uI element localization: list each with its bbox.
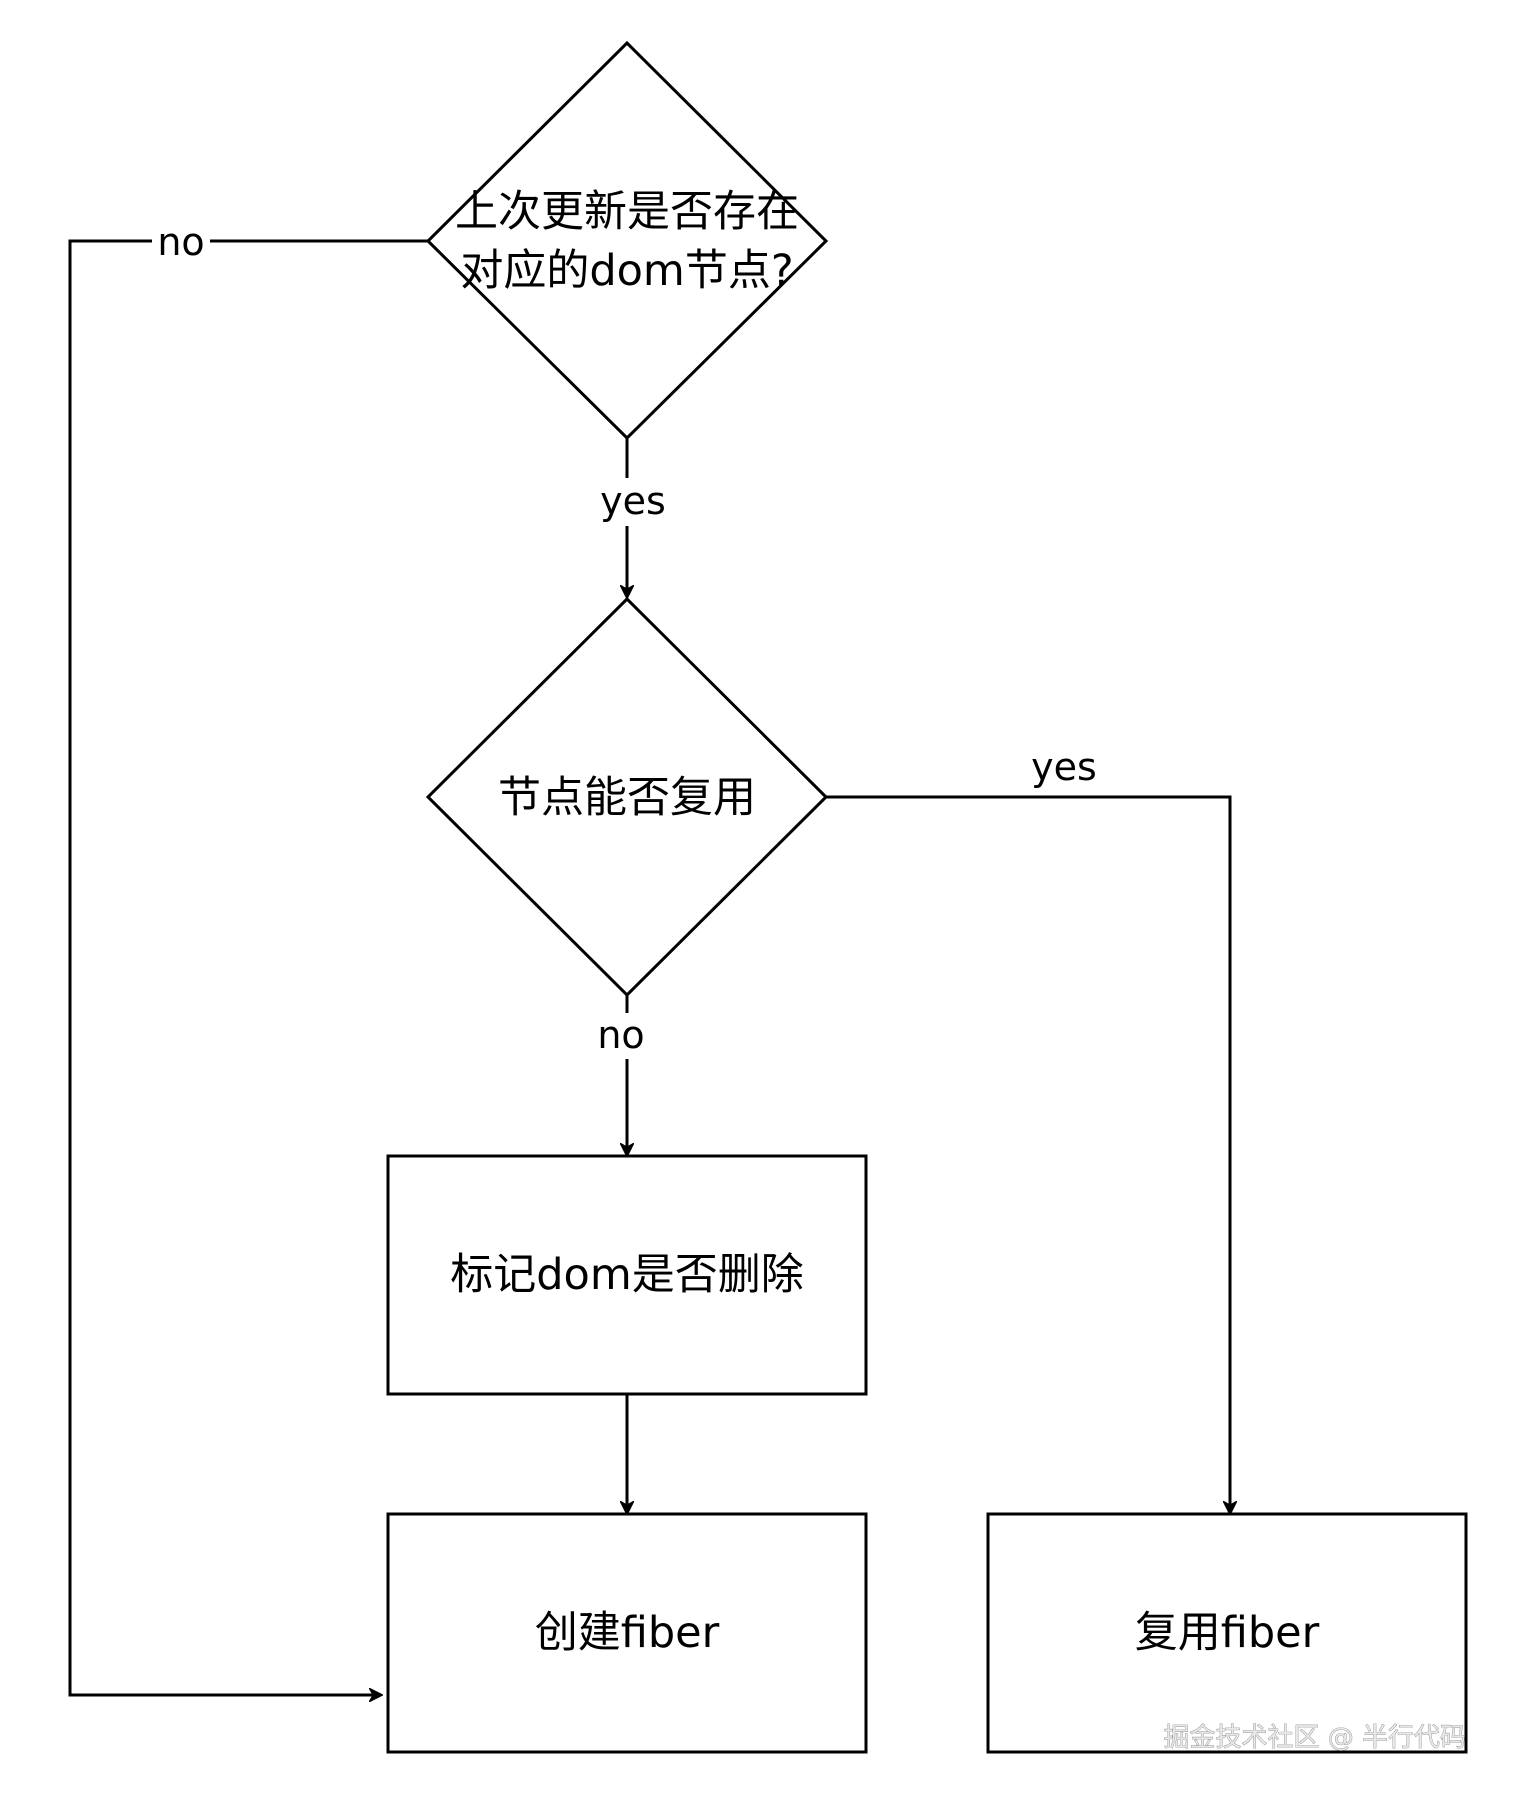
decision-reuse-label: 节点能否复用 [498,773,756,823]
process-mark-delete: 标记dom是否删除 [386,1154,868,1396]
edge-label-reuse-yes: yes [1031,745,1097,789]
edge-reuse-yes [826,795,1230,1512]
edge-label-prev-dom-yes: yes [596,478,670,526]
process-create-fiber: 创建fiber [386,1512,868,1754]
edge-prev-dom-no [68,239,428,1695]
decision-prev-dom-line1: 上次更新是否存在 [455,187,799,237]
process-reuse-fiber-label: 复用fiber [1135,1608,1320,1658]
decision-reuse: 节点能否复用 [425,596,829,998]
process-reuse-fiber: 复用fiber [986,1512,1468,1754]
edge-label-prev-dom-no: no [152,220,210,264]
edge-label-reuse-no: no [592,1013,650,1059]
process-create-fiber-label: 创建fiber [535,1608,720,1658]
watermark-text: 掘金技术社区 @ 半行代码 [1163,1723,1466,1753]
edge-label-prev-dom-yes-text: yes [600,479,666,523]
decision-prev-dom: 上次更新是否存在 对应的dom节点? [425,40,829,441]
process-mark-delete-label: 标记dom是否删除 [450,1250,804,1300]
decision-prev-dom-line2: 对应的dom节点? [460,246,793,296]
edge-label-prev-dom-no-text: no [157,220,204,264]
edge-label-reuse-no-text: no [597,1013,644,1057]
edge-label-reuse-yes-text: yes [1031,745,1097,789]
